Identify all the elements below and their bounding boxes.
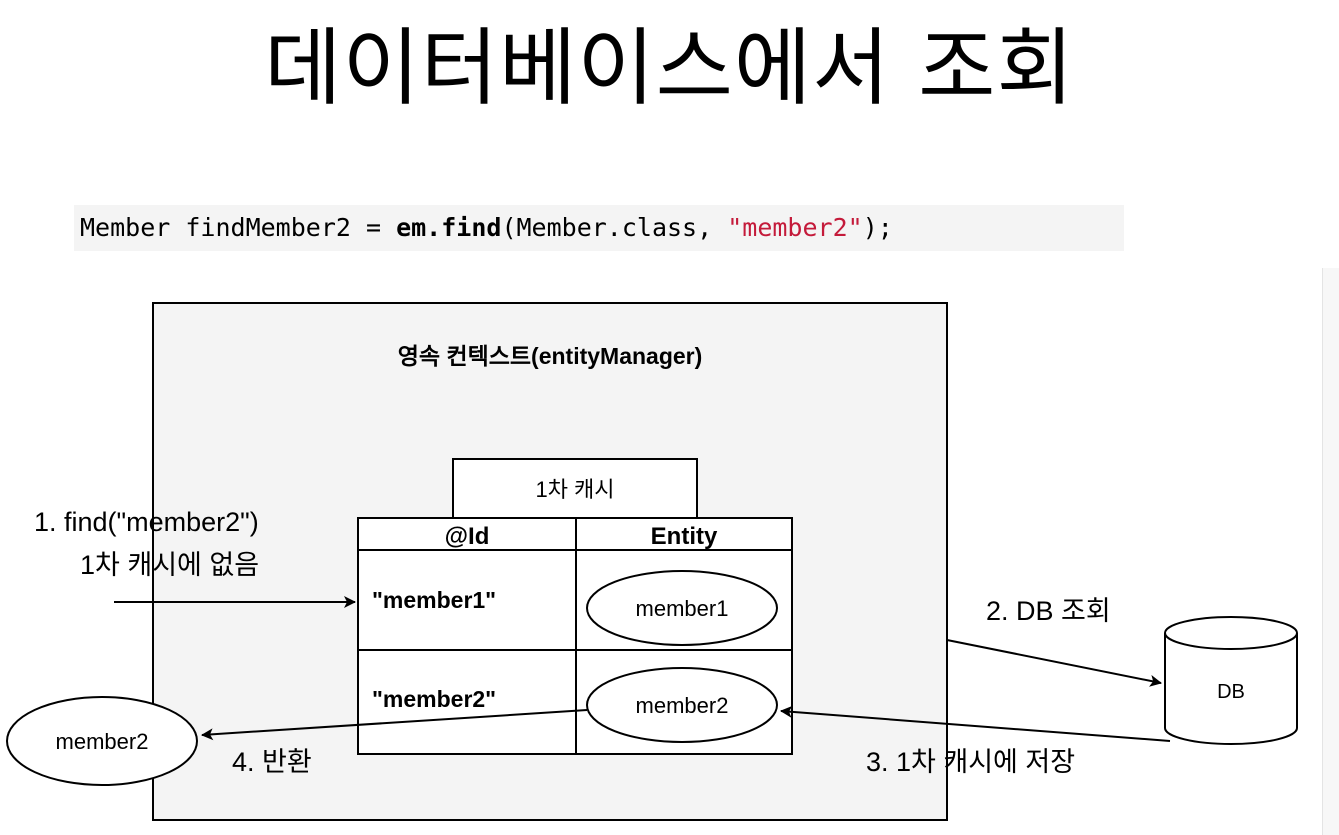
code-declaration: Member findMember2 =	[80, 213, 397, 242]
step2-label: 2. DB 조회	[986, 596, 1111, 626]
returned-entity-ellipse	[6, 696, 198, 786]
column-header-id: @Id	[445, 523, 490, 550]
row-entity-member1: member1	[636, 596, 729, 621]
side-scrollbar[interactable]	[1322, 268, 1339, 835]
column-header-entity: Entity	[651, 523, 718, 550]
step4-label: 4. 반환	[232, 747, 312, 777]
context-title: 영속 컨텍스트(entityManager)	[398, 343, 703, 369]
step3-label: 3. 1차 캐시에 저장	[866, 747, 1075, 777]
code-string-literal: "member2"	[727, 213, 863, 242]
step1-note: 1차 캐시에 없음	[80, 550, 259, 580]
row-id-member2: "member2"	[372, 686, 496, 712]
step2-arrow	[946, 639, 1162, 687]
entity-ellipse-member1	[586, 570, 778, 646]
cache-label: 1차 캐시	[535, 477, 614, 502]
step3-arrow	[780, 705, 1171, 742]
code-method-call: em.find	[396, 213, 502, 242]
step4-arrow	[201, 709, 588, 741]
page-title: 데이터베이스에서 조회	[264, 19, 1075, 117]
entity-ellipse-member2	[586, 667, 778, 743]
step1-label: 1. find("member2")	[34, 507, 259, 537]
code-snippet: Member findMember2 = em.find(Member.clas…	[74, 205, 1124, 251]
row-id-member1: "member1"	[372, 587, 496, 613]
db-label: DB	[1217, 681, 1245, 703]
code-arguments: (Member.class,	[501, 213, 728, 242]
db-cylinder	[1164, 616, 1298, 745]
cache-tab	[452, 458, 698, 519]
returned-entity-label: member2	[56, 729, 149, 754]
row-entity-member2: member2	[636, 693, 729, 718]
code-close: );	[862, 213, 893, 242]
